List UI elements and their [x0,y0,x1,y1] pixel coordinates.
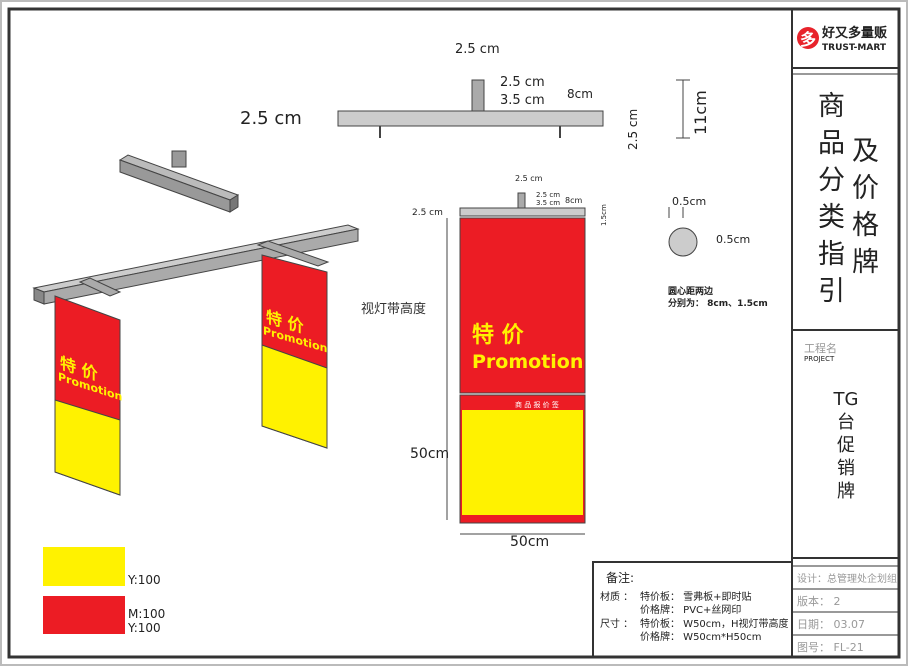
info-rows: 设计：总管理处企划组 版本： 2 日期： 03.07 图号： FL-21 [797,572,897,654]
svg-text:好又多量贩: 好又多量贩 [821,25,888,41]
svg-text:及: 及 [852,136,879,167]
svg-text:牌: 牌 [852,247,879,278]
svg-text:2.5 cm: 2.5 cm [455,42,500,57]
svg-text:商 品 报 价 签: 商 品 报 价 签 [515,400,559,409]
svg-text:促: 促 [837,435,855,456]
svg-text:2.5 cm: 2.5 cm [240,108,302,129]
drawing-title: 商 品 分 类 指 引 及 价 格 牌 [818,91,879,307]
svg-text:TG: TG [833,389,859,410]
svg-text:TRUST-MART: TRUST-MART [822,43,887,53]
date-info: 日期： 03.07 [797,618,865,631]
special-price-text: 特 价 [472,322,525,348]
drawing-number: 图号： FL-21 [797,641,864,654]
svg-text:M:100: M:100 [128,607,165,621]
red-swatch [43,596,125,634]
svg-text:价: 价 [852,173,879,204]
svg-text:工程名: 工程名 [804,341,837,355]
svg-text:2.5 cm: 2.5 cm [536,191,560,199]
svg-text:0.5cm: 0.5cm [672,195,706,208]
inner-frame [7,7,901,659]
svg-text:视灯带高度: 视灯带高度 [361,301,426,317]
svg-text:Y:100: Y:100 [127,573,161,587]
front-view-drawing: 特 价 Promotion 商 品 报 价 签 2.5 cm 2.5 cm 3.… [361,174,608,550]
project-section: 工程名 PROJECT TG 台 促 销 牌 [804,341,858,502]
design-info: 设计：总管理处企划组 [797,572,897,585]
svg-text:0.5cm: 0.5cm [716,233,750,246]
svg-text:50cm: 50cm [510,534,549,550]
svg-text:11cm: 11cm [691,90,710,135]
svg-text:1.5cm: 1.5cm [600,204,608,226]
svg-text:引: 引 [818,276,845,307]
svg-text:销: 销 [837,458,855,479]
svg-text:价格牌： W50cm*H50cm: 价格牌： W50cm*H50cm [640,630,762,643]
svg-text:PROJECT: PROJECT [804,355,835,363]
svg-text:特价板： W50cm，H视灯带高度: 特价板： W50cm，H视灯带高度 [640,617,789,630]
svg-text:2.5 cm: 2.5 cm [500,75,545,90]
version-info: 版本： 2 [797,594,841,608]
notes-box: 备注: 材质 ： 特价板： 雪弗板+即时贴 价格牌： PVC+丝网印 尺寸 ： … [592,561,793,658]
svg-text:价格牌： PVC+丝网印: 价格牌： PVC+丝网印 [640,603,741,616]
top-view-drawing: 2.5 cm 2.5 cm 3.5 cm 8cm 2.5 cm 2.5 cm 1… [240,42,710,150]
svg-text:分: 分 [818,165,845,196]
svg-text:圆心距两边: 圆心距两边 [668,285,714,297]
svg-text:分别为： 8cm、1.5cm: 分别为： 8cm、1.5cm [668,297,768,309]
svg-text:2.5 cm: 2.5 cm [412,208,443,218]
svg-text:50cm: 50cm [410,446,449,462]
yellow-swatch [43,547,125,586]
svg-text:特价板： 雪弗板+即时贴: 特价板： 雪弗板+即时贴 [640,590,752,603]
svg-text:8cm: 8cm [565,196,582,205]
svg-text:类: 类 [818,202,845,233]
svg-text:3.5 cm: 3.5 cm [536,199,560,207]
color-swatches: Y:100 M:100 Y:100 [43,547,165,635]
svg-text:商: 商 [818,91,845,122]
trust-mart-logo: 多 好又多量贩 TRUST-MART [797,25,888,53]
svg-text:尺寸 ：: 尺寸 ： [600,617,633,630]
perspective-drawing: 特 价 Promotion 特 价 Promotion [32,150,360,496]
svg-text:3.5 cm: 3.5 cm [500,93,545,108]
title-block [791,9,899,657]
promotion-text: Promotion [472,351,583,373]
svg-text:品: 品 [818,128,845,159]
svg-text:格: 格 [852,210,879,241]
svg-text:备注:: 备注: [606,570,634,585]
svg-text:2.5 cm: 2.5 cm [515,174,543,183]
svg-text:2.5 cm: 2.5 cm [626,109,640,150]
svg-text:多: 多 [800,30,816,49]
svg-text:指: 指 [818,239,845,270]
svg-text:牌: 牌 [837,481,855,502]
svg-text:Y:100: Y:100 [127,621,161,635]
svg-text:台: 台 [837,412,855,433]
hole-detail: 0.5cm 0.5cm 圆心距两边 分别为： 8cm、1.5cm [668,195,768,309]
svg-text:材质 ：: 材质 ： [600,590,633,603]
svg-text:8cm: 8cm [567,87,593,101]
